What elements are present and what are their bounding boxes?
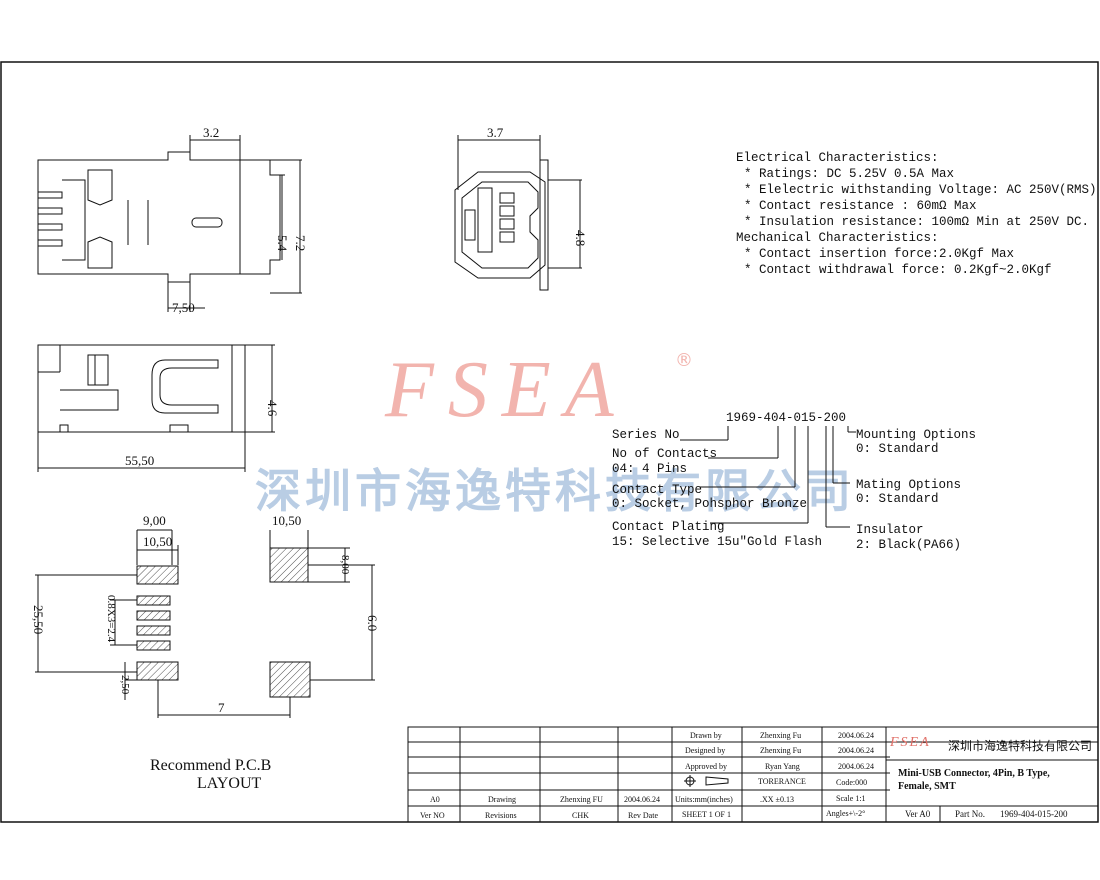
- mech-line-1: * Contact insertion force:2.0Kgf Max: [744, 247, 1015, 261]
- dim-pcb-w1: 9,00: [143, 513, 166, 528]
- drawn-label: Drawn by: [690, 731, 722, 740]
- approved-date: 2004.06.24: [838, 762, 874, 771]
- dimension-labels: 3.2 5.4 7.2 7,50 3.7 4.8 4.6 55,50 9,00 …: [31, 125, 588, 715]
- type-label: Contact Type: [612, 483, 703, 497]
- product-line-1: Mini-USB Connector, 4Pin, B Type,: [898, 768, 1050, 779]
- rev-ver: A0: [430, 795, 440, 804]
- designed-label: Designed by: [685, 746, 726, 755]
- side-view: [37, 344, 275, 472]
- spec-line-1: * Ratings: DC 5.25V 0.5A Max: [744, 167, 955, 181]
- fsea-logo-small: FSEA: [890, 735, 931, 750]
- mating-label: Mating Options: [856, 478, 962, 492]
- fsea-logo-watermark: FSEA: [385, 346, 628, 434]
- dim-top-width: 3.2: [203, 125, 219, 140]
- pcb-caption-line2: LAYOUT: [197, 775, 262, 792]
- dim-pcb-span: 6.0: [365, 615, 380, 631]
- mating-value: 0: Standard: [856, 492, 939, 506]
- hdr-revisions: Revisions: [485, 811, 517, 820]
- scale-label: Scale 1:1: [836, 794, 866, 803]
- pcb-caption: Recommend P.C.B LAYOUT: [150, 757, 271, 792]
- dim-front-height: 4.8: [573, 230, 588, 246]
- insulator-label: Insulator: [856, 523, 924, 537]
- mounting-value: 0: Standard: [856, 442, 939, 456]
- hdr-chk: CHK: [572, 811, 589, 820]
- tolerance-symbol: [684, 775, 729, 787]
- dim-pcb-w2: 10,50: [143, 534, 172, 549]
- spec-line-3: * Contact resistance : 60mΩ Max: [744, 199, 977, 213]
- part-no-value: 1969-404-015-200: [1000, 809, 1068, 819]
- dim-pcb-spacing: 7: [218, 700, 225, 715]
- pcb-caption-line1: Recommend P.C.B: [150, 757, 271, 774]
- part-code-leaders: [680, 426, 856, 528]
- mounting-label: Mounting Options: [856, 428, 977, 442]
- approved-label: Approved by: [685, 762, 727, 771]
- dim-top-inner: 5.4: [275, 235, 290, 252]
- code-label: Code:000: [836, 778, 868, 787]
- hdr-rev-date: Rev Date: [628, 811, 658, 820]
- drawn-date: 2004.06.24: [838, 731, 874, 740]
- dim-side-height: 4.6: [265, 400, 280, 417]
- ver-label: Ver A0: [905, 809, 931, 819]
- approved-name: Ryan Yang: [765, 762, 800, 771]
- rev-name: Zhenxing FU: [560, 795, 603, 804]
- plating-value: 15: Selective 15u"Gold Flash: [612, 535, 823, 549]
- plating-label: Contact Plating: [612, 520, 725, 534]
- tolerance-label: TORERANCE: [758, 777, 806, 786]
- dim-pcb-pitch: 0.8X3=2.4: [105, 595, 117, 643]
- hdr-ver: Ver NO: [420, 811, 445, 820]
- units-label: Units:mm(inches): [675, 795, 733, 804]
- mechanical-title: Mechanical Characteristics:: [736, 231, 939, 245]
- dim-pcb-total: 25,50: [31, 605, 46, 634]
- spec-line-2: * Elelectric withstanding Voltage: AC 25…: [744, 183, 1097, 197]
- designed-name: Zhenxing Fu: [760, 746, 802, 755]
- company-watermark: 深圳市海逸特科技有限公司: [255, 464, 855, 518]
- designed-date: 2004.06.24: [838, 746, 874, 755]
- dim-pcb-small: 2,50: [119, 675, 131, 695]
- contacts-value: 04: 4 Pins: [612, 462, 688, 476]
- dim-pcb-w3: 10,50: [272, 513, 301, 528]
- contacts-label: No of Contacts: [612, 447, 718, 461]
- pcb-layout: [35, 529, 375, 718]
- rev-drawing: Drawing: [488, 795, 516, 804]
- front-view: [454, 135, 582, 291]
- part-no-label: Part No.: [955, 809, 985, 819]
- electrical-title: Electrical Characteristics:: [736, 151, 939, 165]
- title-block-grid: [407, 726, 1099, 823]
- sheet-label: SHEET 1 OF 1: [682, 810, 731, 819]
- series-label: Series No: [612, 428, 680, 442]
- insulator-value: 2: Black(PA66): [856, 538, 962, 552]
- dim-front-width: 3.7: [487, 125, 504, 140]
- drawn-name: Zhenxing Fu: [760, 731, 802, 740]
- angles-label: Angles+\-2°: [826, 809, 866, 818]
- dim-pcb-pad-h: 8,00: [339, 555, 351, 575]
- dim-top-pitch: 7,50: [172, 300, 195, 315]
- tolerance-value: .XX ±0.13: [760, 795, 794, 804]
- spec-line-4: * Insulation resistance: 100mΩ Min at 25…: [744, 215, 1090, 229]
- dim-side-length: 55,50: [125, 453, 154, 468]
- mech-line-2: * Contact withdrawal force: 0.2Kgf~2.0Kg…: [744, 263, 1052, 277]
- type-value: 0: Socket, Pohsphor Bronze: [612, 497, 808, 511]
- dim-top-outer: 7.2: [293, 235, 308, 251]
- part-code: 1969-404-015-200: [726, 411, 847, 425]
- top-view: [37, 135, 302, 312]
- company-name-small: 深圳市海逸特科技有限公司: [948, 739, 1093, 753]
- registered-mark: ®: [675, 350, 693, 371]
- rev-date: 2004.06.24: [624, 795, 660, 804]
- product-line-2: Female, SMT: [898, 781, 956, 792]
